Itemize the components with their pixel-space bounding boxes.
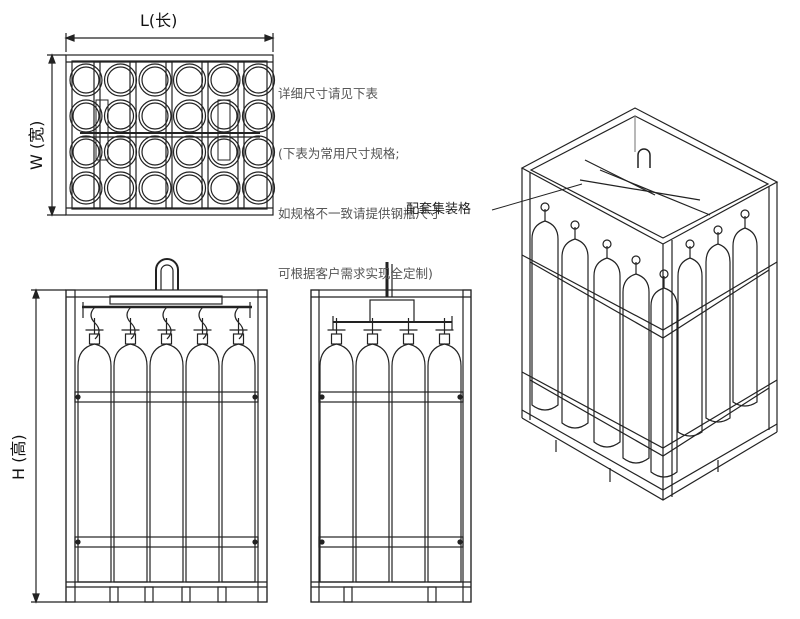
gas-cylinder: [77, 318, 112, 583]
top-cylinder: [172, 99, 207, 133]
top-cylinder: [138, 171, 172, 205]
gas-cylinder: [113, 318, 148, 583]
top-cylinder: [103, 99, 138, 133]
iso-cylinder: [593, 257, 621, 448]
top-cylinder: [241, 171, 276, 205]
front-view: [31, 258, 268, 604]
top-cylinder: [69, 171, 103, 205]
top-cylinder: [241, 63, 276, 97]
gas-cylinder: [427, 318, 462, 583]
height-dimension-label: H (高): [9, 434, 28, 480]
length-dimension-label: L(长): [140, 11, 177, 30]
gas-cylinder: [185, 318, 220, 583]
gas-cylinder: [149, 318, 184, 583]
note-line: 如规格不一致请提供钢瓶尺寸: [278, 206, 441, 221]
top-cylinder: [172, 63, 207, 97]
iso-cylinder: [705, 243, 731, 423]
note-line: 可根据客户需求实现全定制): [278, 266, 433, 281]
size-note: 详细尺寸请见下表 (下表为常用尺寸规格; 如规格不一致请提供钢瓶尺寸 可根据客户…: [278, 44, 441, 304]
gas-cylinder: [221, 318, 256, 583]
top-cylinder: [138, 135, 172, 169]
top-cylinder: [207, 135, 241, 169]
top-cylinder: [241, 135, 276, 169]
side-view: [310, 262, 472, 603]
top-cylinder: [103, 63, 138, 97]
iso-cylinder: [677, 257, 703, 437]
top-cylinder: [69, 99, 103, 133]
top-cylinder: [103, 135, 138, 169]
width-dimension-label: W (宽): [27, 121, 46, 170]
gas-cylinder: [355, 318, 390, 583]
top-cylinder: [172, 171, 207, 205]
iso-cylinder: [650, 287, 678, 478]
note-line: (下表为常用尺寸规格;: [278, 146, 400, 161]
top-cylinder: [69, 63, 103, 97]
top-cylinder: [172, 135, 207, 169]
top-cylinder: [138, 63, 172, 97]
top-cylinder: [207, 63, 241, 97]
top-cylinder: [241, 99, 276, 133]
iso-cylinder: [561, 238, 589, 429]
iso-cylinder: [531, 220, 559, 411]
gas-cylinder: [391, 318, 426, 583]
top-cylinder: [207, 99, 241, 133]
top-cylinder: [207, 171, 241, 205]
rack-callout-label: 配套集装格: [406, 202, 472, 217]
gas-cylinder: [319, 318, 354, 583]
isometric-view: [491, 107, 779, 501]
note-line: 详细尺寸请见下表: [278, 86, 379, 101]
top-cylinder: [103, 171, 138, 205]
iso-cylinder: [622, 273, 650, 464]
iso-cylinder: [732, 227, 758, 407]
top-cylinder: [69, 135, 103, 169]
top-view: [47, 33, 276, 217]
